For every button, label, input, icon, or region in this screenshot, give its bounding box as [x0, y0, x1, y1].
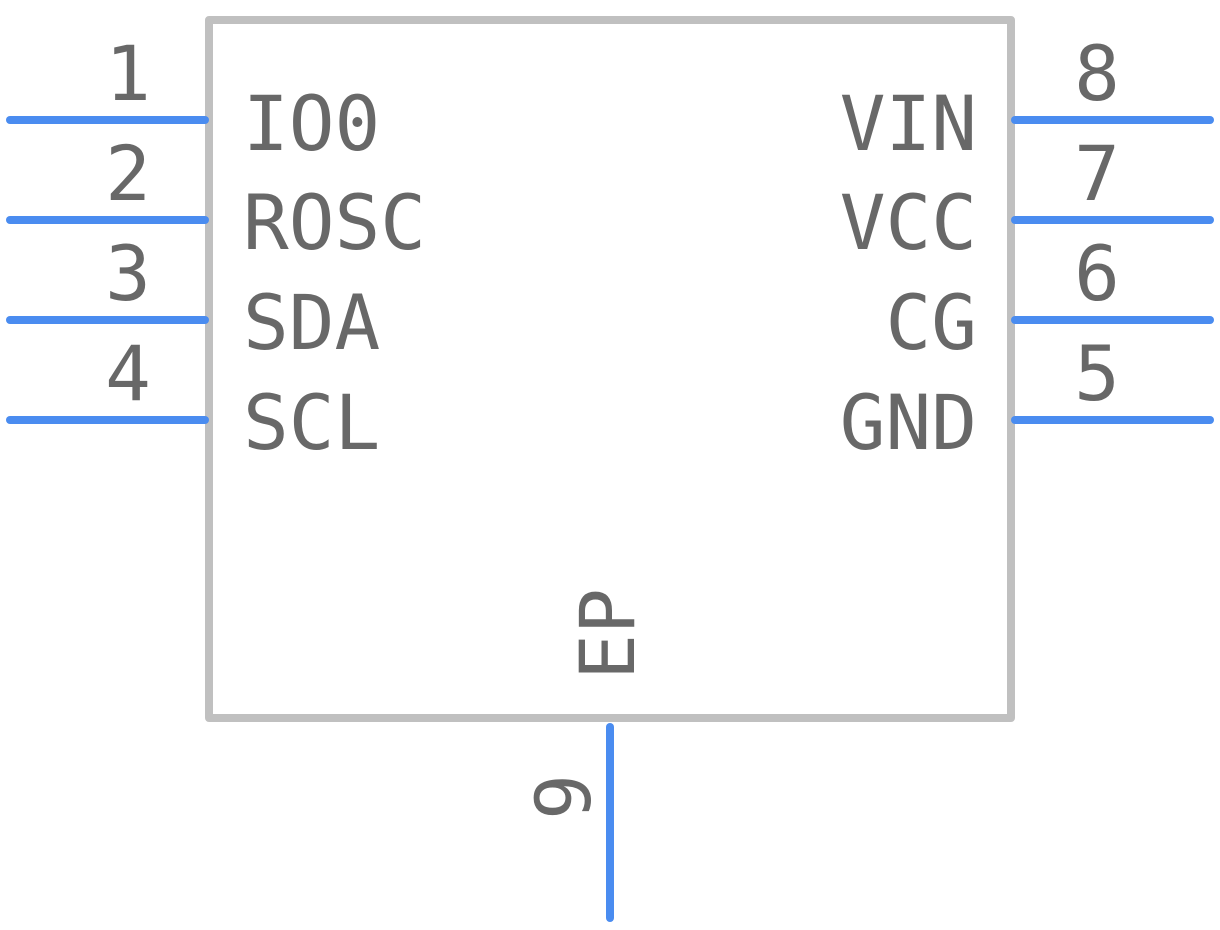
pin-2: 2 ROSC [6, 129, 426, 267]
pin-9: 9 EP [519, 588, 652, 922]
pin-5: 5 GND [840, 329, 1214, 467]
pin-7-number: 7 [1074, 129, 1120, 218]
pin-6-number: 6 [1074, 229, 1120, 318]
pin-7: 7 VCC [840, 129, 1214, 267]
component-body [205, 16, 1015, 722]
pin-2-number: 2 [105, 129, 151, 218]
pin-9-name: EP [563, 588, 652, 680]
pin-5-number: 5 [1074, 329, 1120, 418]
pin-8-number: 8 [1074, 29, 1120, 118]
right-pins: 8 VIN 7 VCC 6 CG 5 GND [840, 29, 1214, 467]
pin-1-number: 1 [105, 29, 151, 118]
pin-3: 3 SDA [6, 229, 380, 367]
pin-1: 1 IO0 [6, 29, 380, 168]
pin-4-number: 4 [105, 329, 151, 418]
pin-5-name: GND [840, 378, 977, 467]
pin-3-name: SDA [243, 278, 380, 367]
pin-2-name: ROSC [243, 178, 426, 267]
pin-7-name: VCC [840, 178, 977, 267]
pin-6-name: CG [885, 278, 977, 367]
pin-9-number: 9 [519, 774, 608, 820]
pin-4: 4 SCL [6, 329, 380, 467]
left-pins: 1 IO0 2 ROSC 3 SDA 4 SCL [6, 29, 426, 467]
pin-8-name: VIN [840, 79, 977, 168]
pin-8: 8 VIN [840, 29, 1214, 168]
pin-4-name: SCL [243, 378, 380, 467]
pin-1-name: IO0 [243, 79, 380, 168]
pin-6: 6 CG [885, 229, 1214, 367]
pin-3-number: 3 [105, 229, 151, 318]
